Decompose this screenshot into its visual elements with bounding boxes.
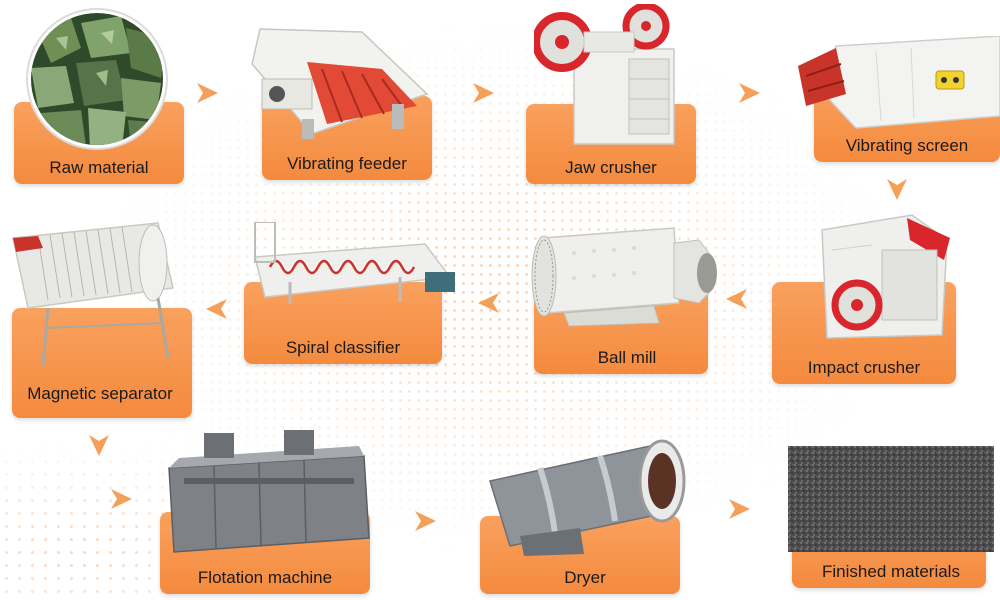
step-vibrating-screen: Vibrating screen bbox=[786, 35, 1000, 162]
step-jaw-crusher: Jaw crusher bbox=[526, 2, 696, 184]
step-label: Dryer bbox=[564, 568, 606, 587]
step-raw-material: Raw material bbox=[14, 8, 184, 184]
arrow-right-icon bbox=[108, 486, 134, 512]
step-label: Vibrating screen bbox=[845, 136, 969, 155]
step-flotation-machine: Flotation machine bbox=[160, 428, 370, 594]
step-label: Magnetic separator bbox=[27, 384, 173, 403]
arrow-right-icon bbox=[194, 80, 220, 106]
step-impact-crusher: Impact crusher bbox=[772, 210, 956, 384]
dryer-image bbox=[480, 436, 690, 556]
magnetic-separator-image bbox=[8, 218, 192, 368]
step-vibrating-feeder: Vibrating feeder bbox=[232, 24, 432, 180]
arrow-down-icon bbox=[884, 176, 910, 202]
spiral-classifier-image bbox=[250, 221, 466, 306]
arrow-right-icon bbox=[412, 508, 438, 534]
impact-crusher-image bbox=[812, 210, 952, 348]
arrow-left-icon bbox=[724, 286, 750, 312]
step-dryer: Dryer bbox=[480, 436, 690, 594]
flotation-machine-image bbox=[164, 428, 370, 554]
step-magnetic-separator: Magnetic separator bbox=[8, 218, 192, 418]
step-label: Flotation machine bbox=[197, 568, 333, 587]
step-label: Jaw crusher bbox=[565, 158, 657, 177]
arrow-left-icon bbox=[204, 296, 230, 322]
raw-material-ore-image bbox=[26, 8, 168, 150]
step-spiral-classifier: Spiral classifier bbox=[240, 221, 466, 364]
step-label: Ball mill bbox=[597, 348, 657, 367]
step-label: Finished materials bbox=[822, 562, 960, 581]
step-label: Spiral classifier bbox=[285, 338, 401, 357]
vibrating-feeder-image bbox=[242, 24, 432, 144]
vibrating-screen-image bbox=[786, 35, 1000, 136]
arrow-right-icon bbox=[726, 496, 752, 522]
arrow-right-icon bbox=[470, 80, 496, 106]
finished-materials-image bbox=[788, 446, 994, 552]
ball-mill-image bbox=[524, 218, 720, 328]
step-label: Raw material bbox=[49, 158, 149, 177]
step-ball-mill: Ball mill bbox=[524, 218, 720, 374]
step-label: Vibrating feeder bbox=[287, 154, 407, 173]
step-finished-materials: Finished materials bbox=[788, 446, 994, 588]
arrow-right-icon bbox=[736, 80, 762, 106]
arrow-down-icon bbox=[86, 432, 112, 458]
jaw-crusher-image bbox=[532, 2, 689, 154]
step-label: Impact crusher bbox=[807, 358, 921, 377]
arrow-left-icon bbox=[476, 290, 502, 316]
